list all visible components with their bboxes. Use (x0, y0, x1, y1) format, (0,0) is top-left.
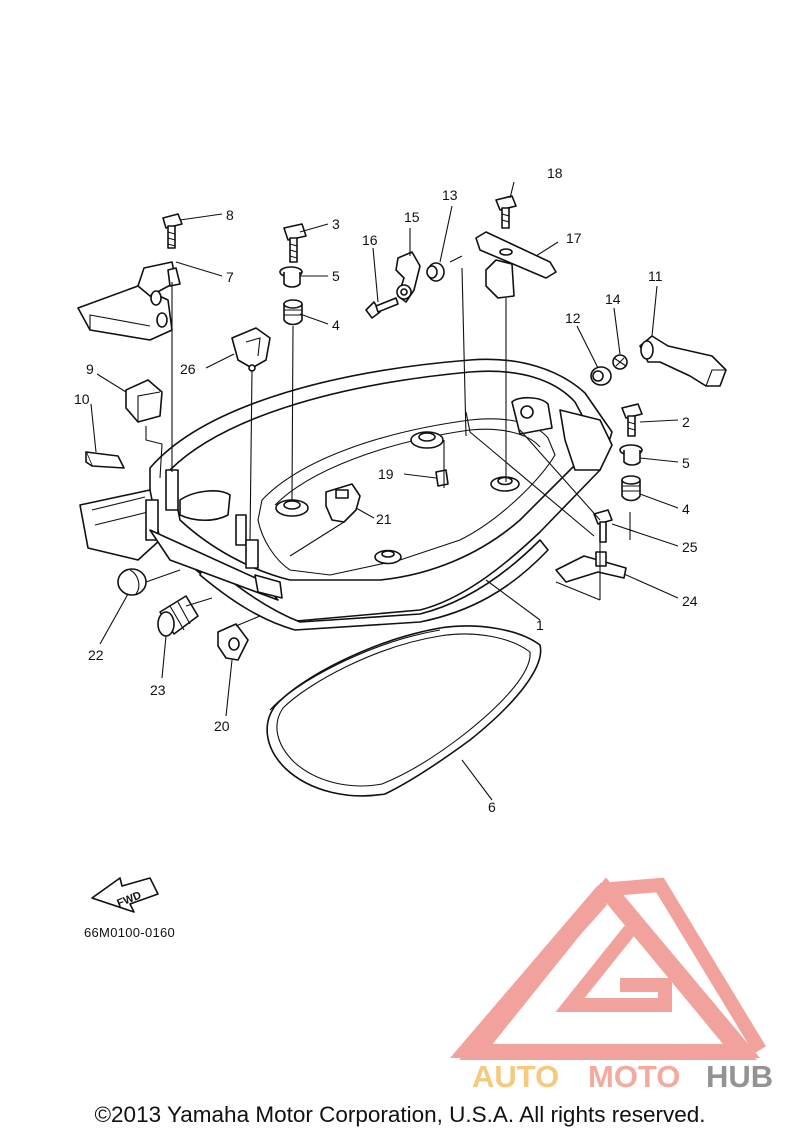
callout-9: 9 (86, 361, 94, 377)
callout-26: 26 (180, 361, 196, 377)
rubber-seal-6 (266, 625, 542, 801)
callout-3: 3 (332, 216, 340, 232)
callout-18: 18 (547, 165, 563, 181)
callout-numbers: 8 7 3 5 4 26 9 10 16 15 13 18 17 11 14 1… (74, 165, 698, 815)
callout-24: 24 (682, 593, 698, 609)
callout-25: 25 (682, 539, 698, 555)
callout-1: 1 (536, 617, 544, 633)
plate-17 (475, 231, 557, 299)
callout-20: 20 (214, 718, 230, 734)
clip-26 (231, 327, 271, 372)
callout-14: 14 (605, 291, 621, 307)
grommet-12 (590, 366, 612, 386)
callout-2: 2 (682, 414, 690, 430)
watermark-hub: HUB (706, 1059, 773, 1094)
screw-19 (435, 469, 449, 487)
bolt-16 (365, 297, 399, 319)
callout-5-top: 5 (332, 268, 340, 284)
bracket-7 (77, 261, 181, 341)
lever-11 (639, 335, 727, 387)
callout-8: 8 (226, 207, 234, 223)
callout-12: 12 (565, 310, 581, 326)
pad-10 (85, 451, 125, 469)
callout-15: 15 (404, 209, 420, 225)
fwd-arrow-icon: FWD (91, 877, 159, 913)
screw-25 (593, 509, 613, 543)
collar-5-top (279, 266, 303, 288)
callout-11: 11 (648, 268, 663, 284)
callout-13: 13 (442, 187, 458, 203)
callout-16: 16 (362, 232, 378, 248)
watermark-auto: AUTO (472, 1059, 559, 1094)
callout-19: 19 (378, 466, 394, 482)
callout-17: 17 (566, 230, 582, 246)
callout-23: 23 (150, 682, 166, 698)
grommet-4-top (283, 299, 303, 326)
diagram-code: 66M0100-0160 (84, 925, 176, 940)
callout-6: 6 (488, 799, 496, 815)
pad-9 (125, 379, 163, 423)
grommet-23 (157, 595, 199, 637)
collar-5-right (619, 444, 643, 466)
callout-4-right: 4 (682, 501, 690, 517)
bottom-cowling (79, 358, 613, 631)
grommet-21 (325, 483, 361, 523)
leader-lines (90, 181, 679, 717)
callout-10: 10 (74, 391, 90, 407)
grommet-4-right (621, 475, 641, 502)
callout-4-top: 4 (332, 317, 340, 333)
watermark-moto: MOTO (588, 1059, 680, 1094)
callout-21: 21 (376, 511, 392, 527)
bolt-18 (495, 195, 517, 229)
callout-22: 22 (88, 647, 104, 663)
callout-7: 7 (226, 269, 234, 285)
callout-5-right: 5 (682, 455, 690, 471)
bolt-3 (283, 223, 307, 263)
watermark-logo: AUTO MOTO HUB (450, 877, 773, 1094)
plug-22 (117, 568, 147, 596)
bracket-24 (555, 551, 627, 583)
collar-13 (426, 262, 445, 282)
bolt-2 (621, 403, 643, 437)
grommet-20 (217, 623, 249, 661)
washer-14 (612, 354, 628, 370)
lever-15 (395, 251, 421, 303)
bolt-8 (162, 213, 183, 249)
copyright-notice: ©2013 Yamaha Motor Corporation, U.S.A. A… (94, 1102, 706, 1127)
